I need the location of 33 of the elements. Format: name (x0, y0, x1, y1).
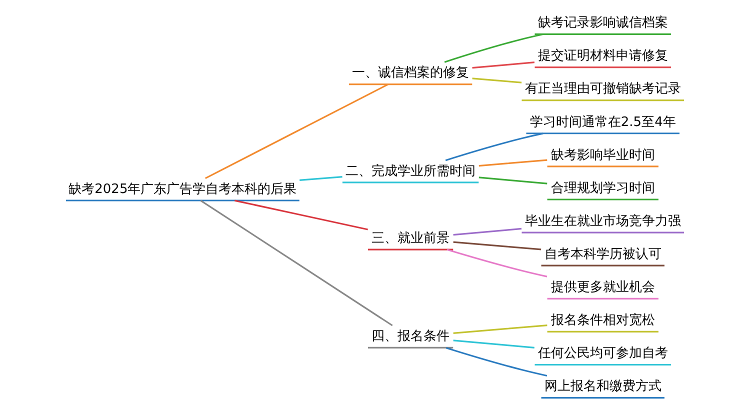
connector (234, 200, 368, 230)
connector (444, 33, 544, 63)
node-text: 一、诚信档案的修复 (352, 66, 470, 81)
connector (445, 132, 544, 162)
connector (478, 176, 548, 184)
node-text: 报名条件相对宽松 (550, 313, 655, 328)
node-text: 学习时间通常在2.5至4年 (530, 114, 676, 130)
connector (453, 324, 548, 334)
node-text: 缺考记录影响诚信档案 (538, 16, 668, 31)
connector (446, 248, 548, 278)
node-text: 提交证明材料申请修复 (538, 48, 668, 64)
node-text: 三、就业前景 (372, 230, 450, 246)
node-text: 缺考2025年广东广告学自考本科的后果 (68, 182, 297, 197)
node-text: 提供更多就业机会 (550, 280, 655, 296)
node-text: 毕业生在就业市场竞争力强 (524, 214, 681, 229)
connector (453, 340, 534, 348)
node-text: 合理规划学习时间 (550, 180, 655, 196)
node-text: 缺考影响毕业时间 (550, 148, 655, 163)
connector (472, 62, 535, 69)
node-text: 有正当理由可撤销缺考记录 (524, 82, 681, 97)
connector (453, 228, 522, 236)
node-text: 自考本科学历被认可 (544, 246, 662, 262)
node-text: 四、报名条件 (372, 329, 450, 344)
connector (446, 347, 548, 377)
node-text: 网上报名和缴费方式 (544, 379, 662, 394)
node-text: 任何公民均可参加自考 (538, 346, 668, 362)
connector (204, 84, 388, 180)
connector (478, 159, 548, 167)
connector (453, 241, 542, 250)
connector (472, 78, 522, 84)
connector (300, 176, 342, 182)
connector (200, 200, 393, 326)
node-text: 二、完成学业所需时间 (346, 164, 476, 179)
